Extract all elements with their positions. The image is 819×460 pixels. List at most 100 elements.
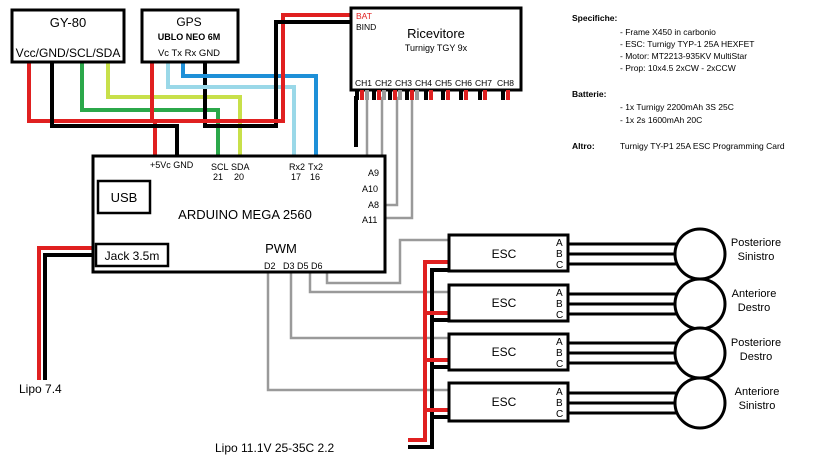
gps-tx-wire <box>166 58 296 158</box>
gps-title: GPS <box>176 15 201 29</box>
ch-red-bus <box>340 98 362 145</box>
esc3-motor-wires <box>568 341 676 365</box>
battery-item: - 1x Turnigy 2200mAh 3S 25C <box>620 102 734 112</box>
motor-1: Posteriore Sinistro <box>673 227 781 281</box>
esc2-motor-wires <box>568 292 676 316</box>
specs-item: - Frame X450 in carbonio <box>620 27 716 37</box>
arduino-pwm-pins: D2 D3 D5 D6 <box>264 261 323 271</box>
arduino-analog-pin: A10 <box>362 184 378 194</box>
lipo7-black-wire <box>43 253 96 380</box>
receiver-channel: CH8 <box>497 78 514 88</box>
receiver-channel: CH7 <box>475 78 492 88</box>
receiver-bat-label: BAT <box>356 11 372 21</box>
gy80-module <box>10 8 126 64</box>
specs-item: - Prop: 10x4.5 2xCW - 2xCCW <box>620 63 736 73</box>
ch3-wire <box>383 96 399 207</box>
arduino-analog-pin: A8 <box>368 200 379 210</box>
esc-label: ESC <box>492 345 517 359</box>
esc-pin-a: A <box>556 288 563 299</box>
receiver-channel: CH4 <box>415 78 432 88</box>
gy80-gnd-wire <box>50 58 179 158</box>
receiver-channel: CH2 <box>375 78 392 88</box>
esc-pin-c: C <box>556 359 563 370</box>
arduino-analog-pin: A11 <box>362 215 377 225</box>
receiver-bat-black-wire <box>274 20 352 128</box>
motor-label-line2: Destro <box>740 351 772 363</box>
arduino-rx2-label: Rx2 <box>289 162 305 172</box>
esc-pin-b: B <box>556 249 563 260</box>
motor-2: Anteriore Destro <box>673 277 777 331</box>
arduino-jack-port <box>94 242 170 268</box>
arduino-tx2-label: Tx2 <box>308 162 323 172</box>
ch4-wire <box>383 96 414 220</box>
lipo-small-label: Lipo 7.4 <box>19 382 62 396</box>
arduino-usb-port <box>96 179 152 215</box>
arduino-tx2-num: 16 <box>310 172 320 182</box>
motor-label-line2: Sinistro <box>739 400 776 412</box>
motor-label-line1: Posteriore <box>731 337 781 349</box>
esc-label: ESC <box>492 247 517 261</box>
esc-pin-b: B <box>556 348 563 359</box>
motor-label-line1: Anteriore <box>732 288 777 300</box>
main-red-bus <box>408 260 451 442</box>
esc4-motor-wires <box>568 391 676 415</box>
arduino-rx2-num: 17 <box>291 172 301 182</box>
motor-3: Posteriore Destro <box>673 326 781 380</box>
esc-pin-c: C <box>556 260 563 271</box>
esc-label: ESC <box>492 395 517 409</box>
receiver-bat-red-wire <box>281 13 352 123</box>
esc-label: ESC <box>492 296 517 310</box>
arduino-usb-label: USB <box>111 190 138 205</box>
motor-label-line2: Sinistro <box>738 251 775 263</box>
specs-panel: Specifiche: - Frame X450 in carbonio - E… <box>572 13 785 151</box>
esc-pin-a: A <box>556 337 563 348</box>
pwm-d2-wire <box>266 270 451 392</box>
esc-3: ESC A B C <box>447 332 570 372</box>
pwm-d5-wire <box>308 270 451 294</box>
receiver-channel: CH3 <box>395 78 412 88</box>
motor-label-line1: Posteriore <box>731 237 781 249</box>
receiver-bind-label: BIND <box>356 22 376 32</box>
gps-rx-wire <box>181 58 318 158</box>
gps-module <box>140 8 240 64</box>
receiver-model: Turnigy TGY 9x <box>405 43 468 53</box>
other-value: Turnigy TY-P1 25A ESC Programming Card <box>620 141 785 151</box>
motor-label-line1: Anteriore <box>735 386 780 398</box>
esc-pin-a: A <box>556 387 563 398</box>
battery-title: Batterie: <box>572 89 607 99</box>
arduino-title: ARDUINO MEGA 2560 <box>178 207 312 222</box>
esc-pin-a: A <box>556 238 563 249</box>
receiver-pin-stubs <box>355 90 510 100</box>
specs-item: - Motor: MT2213-935KV MultiStar <box>620 51 747 61</box>
esc-pin-c: C <box>556 409 563 420</box>
esc-pin-b: B <box>556 398 563 409</box>
lipo-main-label: Lipo 11.1V 25-35C 2.2 <box>215 441 335 455</box>
esc-4: ESC A B C <box>447 381 570 423</box>
other-title: Altro: <box>572 141 595 151</box>
arduino-analog-pin: A9 <box>368 168 379 178</box>
arduino-scl-num: 21 <box>213 172 223 182</box>
receiver-channels: CH1 CH2 CH3 CH4 CH5 CH6 CH7 CH8 <box>355 78 514 88</box>
specs-title: Specifiche: <box>572 13 618 23</box>
arduino-jack-label: Jack 3.5m <box>105 249 160 263</box>
gy80-vcc-wire <box>27 58 157 158</box>
receiver-channel: CH6 <box>455 78 472 88</box>
arduino-sda-label: SDA <box>231 162 250 172</box>
receiver-title: Ricevitore <box>407 26 465 41</box>
arduino-pwm-label: PWM <box>265 241 297 256</box>
esc-pin-c: C <box>556 310 563 321</box>
receiver-module <box>349 6 523 92</box>
motor-label-line2: Destro <box>738 302 770 314</box>
lipo7-red-wire <box>37 246 96 380</box>
gps-model: UBLO NEO 6M <box>158 32 221 42</box>
esc-2: ESC A B C <box>447 283 570 323</box>
specs-item: - ESC: Turnigy TYP-1 25A HEXFET <box>620 39 754 49</box>
arduino-sda-num: 20 <box>234 172 244 182</box>
esc-1: ESC A B C <box>447 233 570 273</box>
gy80-title: GY-80 <box>50 15 86 30</box>
gy80-pins: Vcc/GND/SCL/SDA <box>16 46 121 60</box>
receiver-channel: CH1 <box>355 78 372 88</box>
arduino-scl-label: SCL <box>211 162 229 172</box>
esc-pin-b: B <box>556 299 563 310</box>
